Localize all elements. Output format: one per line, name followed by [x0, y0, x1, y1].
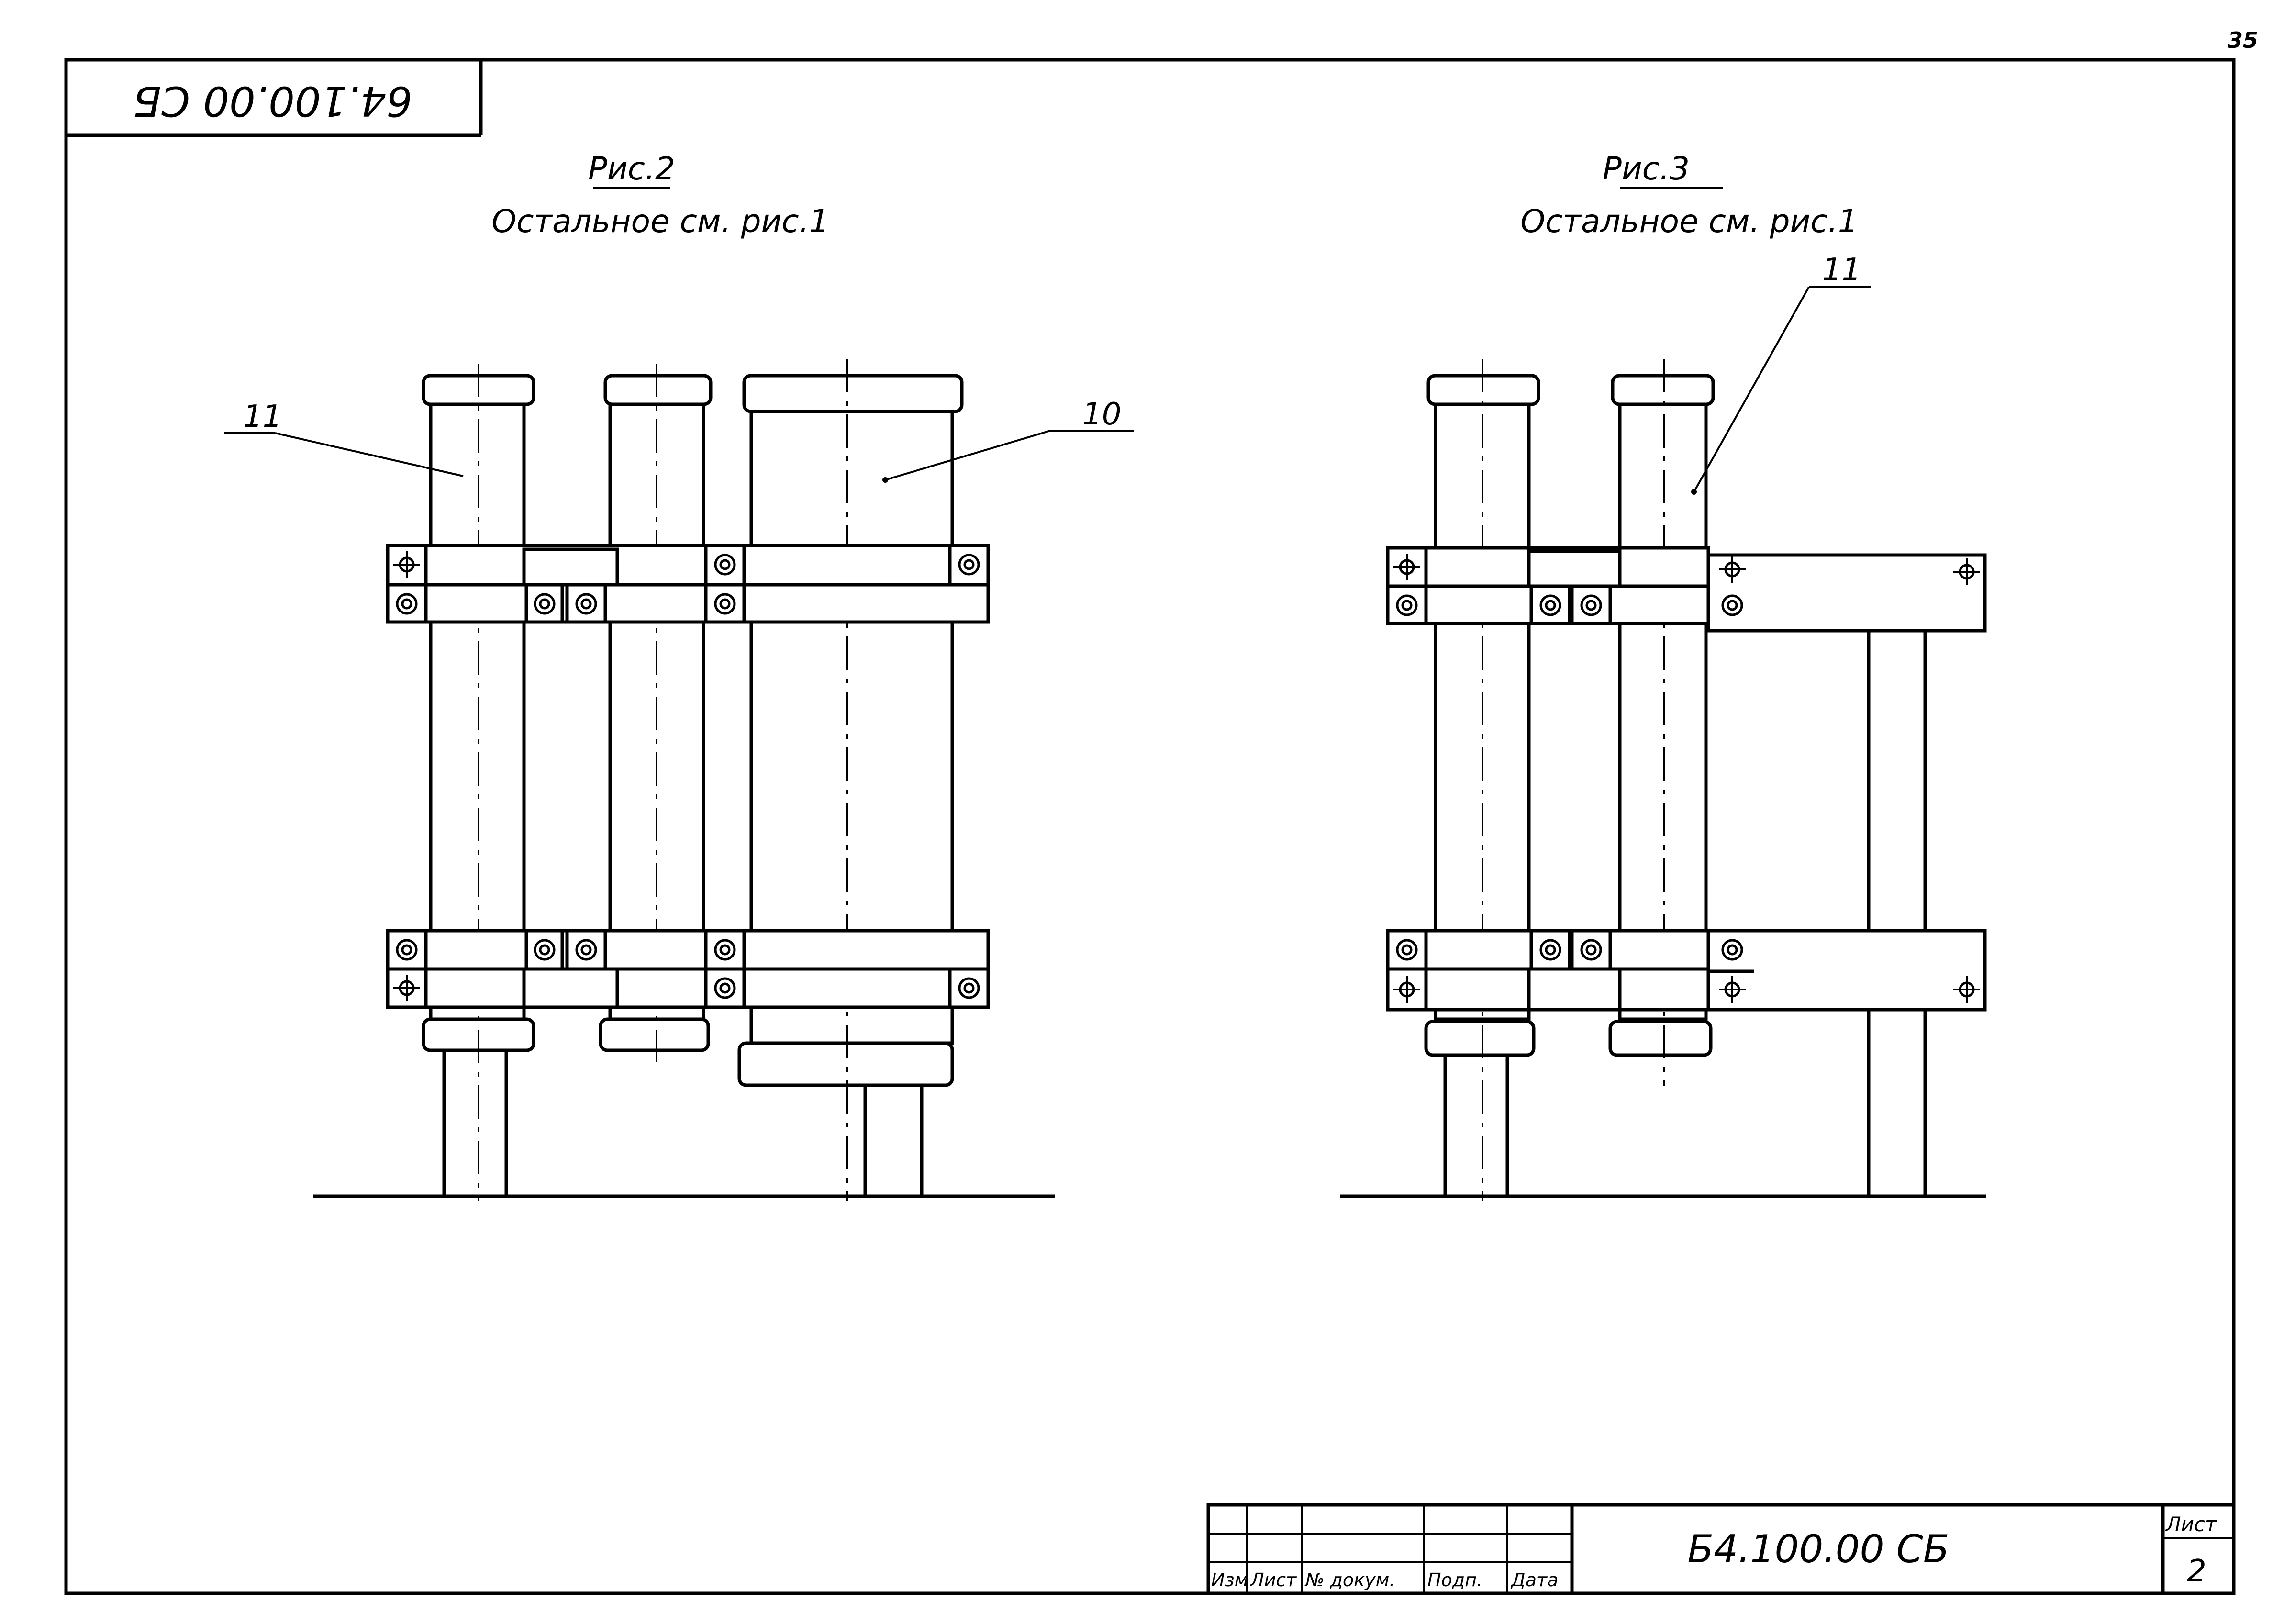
svg-text:10: 10	[1082, 397, 1121, 432]
upper-clamp	[1386, 546, 1987, 633]
sheet-label: Лист	[2165, 1513, 2217, 1536]
corner-stamp: 64.100.00 СБ	[66, 60, 483, 137]
header-doc: № докум.	[1304, 1569, 1395, 1591]
pipe-2	[1608, 359, 1715, 1086]
pipe-2	[599, 364, 713, 1062]
svg-text:11: 11	[243, 399, 282, 434]
upper-clamp	[386, 544, 990, 624]
figure-3-subcaption: Остальное см. рис.1	[1520, 203, 1858, 240]
figure-3-caption: Рис.3	[1603, 150, 1690, 187]
figure-2: Рис.2 Остальное см. рис.1	[224, 150, 1134, 1201]
header-list: Лист	[1249, 1569, 1297, 1591]
figure-2-subcaption: Остальное см. рис.1	[491, 203, 829, 240]
header-data: Дата	[1510, 1569, 1558, 1591]
leader-10: 10	[882, 397, 1134, 483]
document-code: Б4.100.00 СБ	[1687, 1527, 1949, 1571]
support-post	[1867, 629, 1927, 1198]
leader-11: 11	[224, 399, 464, 477]
bolt-marks	[1393, 939, 1980, 1003]
pipe-1	[422, 364, 535, 1201]
lower-clamp	[1386, 929, 1987, 1012]
sheet-number: 2	[2187, 1554, 2206, 1589]
bolt-marks	[393, 939, 980, 1001]
bolt-marks	[1393, 554, 1980, 616]
leader-11: 11	[1691, 252, 1871, 495]
page-number: 35	[2228, 27, 2258, 53]
figure-3: Рис.3 Остальное см. рис.1	[1340, 150, 1987, 1201]
pipe-1	[1424, 359, 1540, 1201]
stamp-code: 64.100.00 СБ	[133, 77, 412, 125]
apparatus-10	[737, 359, 964, 1201]
header-podp: Подп.	[1427, 1569, 1482, 1591]
drawing-frame	[64, 58, 2236, 1595]
svg-text:11: 11	[1822, 252, 1861, 288]
bolt-marks	[393, 551, 980, 615]
header-izm: Изм	[1211, 1569, 1248, 1591]
title-block: Изм Лист № докум. Подп. Дата Б4.100.00 С…	[1206, 1503, 2236, 1595]
lower-clamp	[386, 929, 990, 1009]
figure-2-caption: Рис.2	[588, 150, 675, 187]
